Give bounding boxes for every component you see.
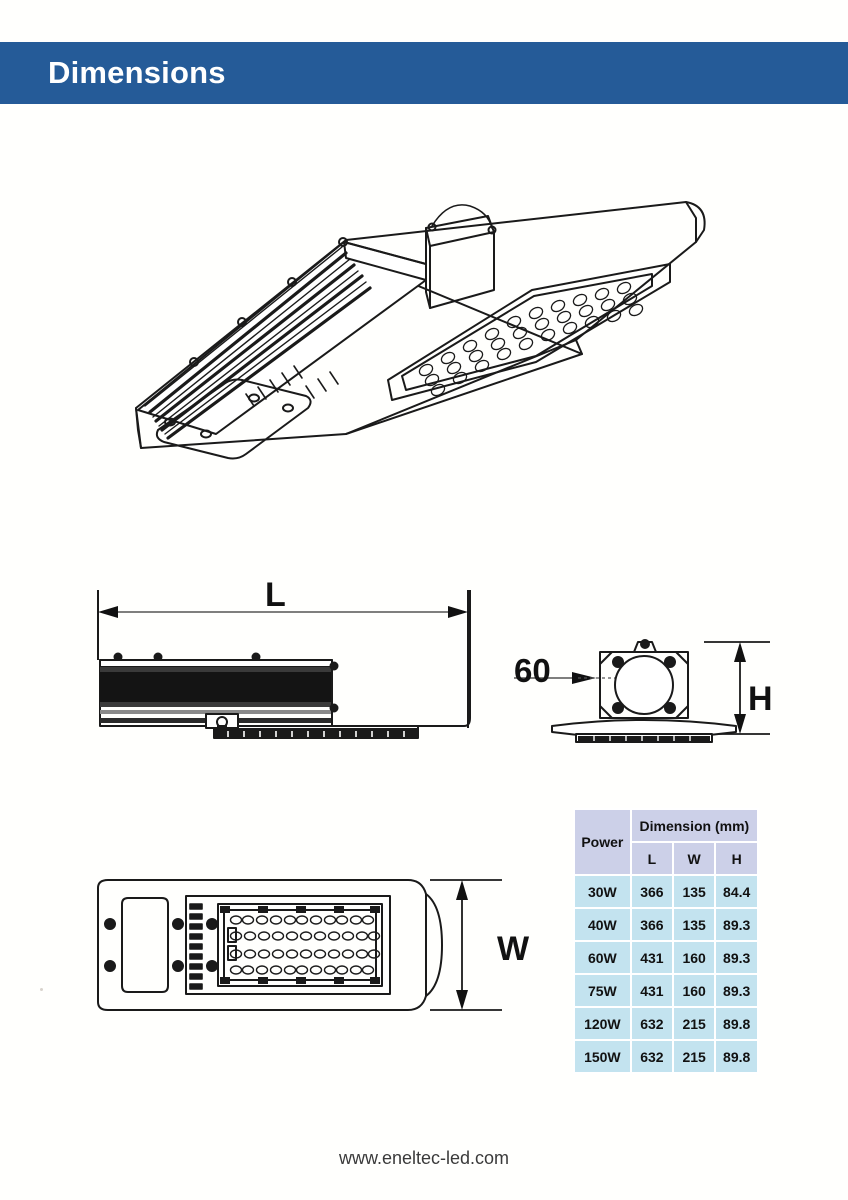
header-length: L xyxy=(631,843,673,874)
table-header-row-top: Power Dimension (mm) xyxy=(575,810,757,874)
cell-power: 30W xyxy=(575,876,630,907)
bottom-view-drawing xyxy=(90,862,540,1022)
isometric-product-drawing xyxy=(96,172,726,472)
cell-length: 366 xyxy=(631,909,673,940)
table-header-row-sub: L W H xyxy=(575,843,757,874)
cell-height: 89.3 xyxy=(716,975,757,1006)
dimensions-table: Power Dimension (mm) L W H 30W 366 135 8… xyxy=(573,808,759,1074)
height-dimension-label: H xyxy=(748,680,773,718)
side-elevation-drawing xyxy=(88,568,488,768)
cell-power: 120W xyxy=(575,1008,630,1039)
end-view-drawing xyxy=(508,630,798,765)
table-row: 150W 632 215 89.8 xyxy=(575,1041,757,1072)
table-row: 60W 431 160 89.3 xyxy=(575,942,757,973)
cell-width: 135 xyxy=(674,909,715,940)
page-title: Dimensions xyxy=(48,55,226,90)
cell-height: 84.4 xyxy=(716,876,757,907)
page-header-banner: Dimensions xyxy=(0,42,848,104)
cell-width: 160 xyxy=(674,942,715,973)
table-row: 120W 632 215 89.8 xyxy=(575,1008,757,1039)
cell-power: 75W xyxy=(575,975,630,1006)
cell-power: 40W xyxy=(575,909,630,940)
cell-power: 150W xyxy=(575,1041,630,1072)
cell-power: 60W xyxy=(575,942,630,973)
cell-height: 89.8 xyxy=(716,1008,757,1039)
header-dimension-group: Dimension (mm) xyxy=(631,810,757,841)
cell-length: 366 xyxy=(631,876,673,907)
length-dimension-label: L xyxy=(265,576,286,614)
dimensions-table-container: Power Dimension (mm) L W H 30W 366 135 8… xyxy=(573,808,759,1074)
width-dimension-label: W xyxy=(497,930,530,968)
table-row: 40W 366 135 89.3 xyxy=(575,909,757,940)
cell-length: 632 xyxy=(631,1008,673,1039)
scan-artifact-dot xyxy=(40,988,43,991)
cell-height: 89.8 xyxy=(716,1041,757,1072)
cell-width: 215 xyxy=(674,1008,715,1039)
cell-width: 160 xyxy=(674,975,715,1006)
pole-diameter-label: 60 xyxy=(514,652,551,689)
cell-length: 632 xyxy=(631,1041,673,1072)
header-width: W xyxy=(674,843,715,874)
cell-width: 215 xyxy=(674,1041,715,1072)
footer-website-url[interactable]: www.eneltec-led.com xyxy=(338,1148,510,1168)
dimensions-table-body: 30W 366 135 84.4 40W 366 135 89.3 60W 43… xyxy=(575,876,757,1072)
table-row: 30W 366 135 84.4 xyxy=(575,876,757,907)
dimensions-table-head: Power Dimension (mm) L W H xyxy=(575,810,757,874)
cell-length: 431 xyxy=(631,975,673,1006)
header-power: Power xyxy=(575,810,630,874)
cell-width: 135 xyxy=(674,876,715,907)
header-height: H xyxy=(716,843,757,874)
cell-height: 89.3 xyxy=(716,909,757,940)
cell-height: 89.3 xyxy=(716,942,757,973)
table-row: 75W 431 160 89.3 xyxy=(575,975,757,1006)
cell-length: 431 xyxy=(631,942,673,973)
